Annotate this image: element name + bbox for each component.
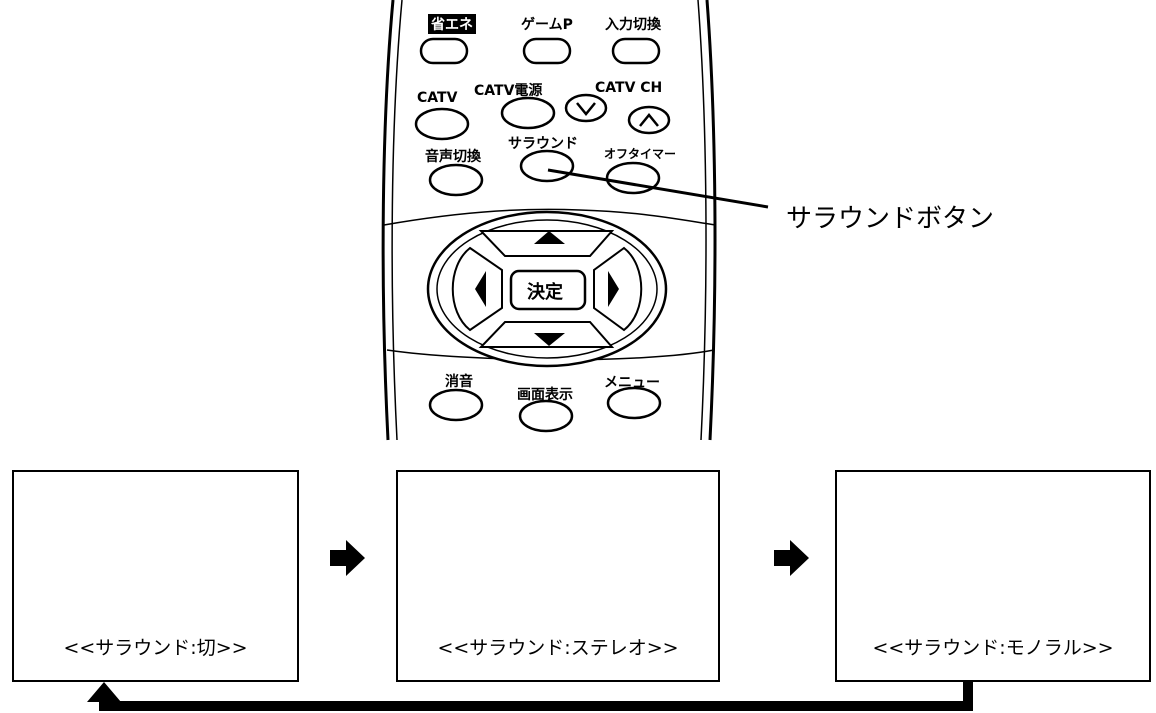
audio-switch-button-label: 音声切換 <box>425 149 481 165</box>
return-loop-arrow <box>99 682 973 711</box>
section-divider-top <box>383 208 717 226</box>
screen-surround-mono: <<サラウンド:モノラル>> <box>835 470 1151 682</box>
catv-power-button-label: CATV電源 <box>474 83 543 99</box>
audio-switch-button-shape <box>428 163 484 197</box>
callout-leader-line <box>547 168 769 209</box>
arrow-up-icon <box>534 231 565 244</box>
menu-button-shape <box>606 386 662 420</box>
screen-surround-off: <<サラウンド:切>> <box>12 470 299 682</box>
chevron-down-icon <box>576 102 596 116</box>
catv-ch-up-button-shape <box>627 105 671 135</box>
eco-button-shape <box>419 37 469 65</box>
arrow-right-icon <box>608 271 619 307</box>
remote-body-left-edge-inner <box>391 0 403 441</box>
catv-power-button-shape <box>500 96 556 130</box>
screen-surround-stereo: <<サラウンド:ステレオ>> <box>396 470 720 682</box>
screen-caption: <<サラウンド:切>> <box>63 637 248 659</box>
game-p-button-shape <box>522 37 572 65</box>
arrow-up-icon <box>87 682 121 702</box>
screen-display-button-shape <box>518 399 574 433</box>
catv-ch-button-label: CATV CH <box>595 80 663 96</box>
eco-button-label: 省エネ <box>428 14 476 34</box>
enter-button-shape <box>509 269 587 311</box>
screen-caption: <<サラウンド:モノラル>> <box>872 637 1114 659</box>
input-switch-button-label: 入力切換 <box>605 17 661 33</box>
chevron-up-icon <box>639 113 659 127</box>
mute-button-shape <box>428 388 484 422</box>
catv-button-label: CATV <box>417 90 458 106</box>
input-switch-button-shape <box>611 37 661 65</box>
surround-button-label: サラウンド <box>508 136 578 152</box>
catv-ch-down-button-shape <box>564 93 608 123</box>
game-p-button-label: ゲームP <box>521 17 573 33</box>
mute-button-label: 消音 <box>445 374 473 390</box>
arrow-down-icon <box>534 333 565 346</box>
arrow-left-icon <box>475 271 486 307</box>
menu-button-label: メニュー <box>604 375 660 391</box>
arrow-right-icon <box>330 540 365 576</box>
surround-button-shape <box>519 149 575 183</box>
screen-display-button-label: 画面表示 <box>517 387 573 403</box>
surround-button-callout: サラウンドボタン <box>786 204 995 234</box>
remote-body-right-edge-inner <box>697 0 707 441</box>
off-timer-button-label: オフタイマー <box>604 147 677 161</box>
arrow-right-icon <box>774 540 809 576</box>
catv-button-shape <box>414 107 470 141</box>
remote-body-right-edge <box>705 0 717 441</box>
screen-caption: <<サラウンド:ステレオ>> <box>437 637 679 659</box>
remote-body-left-edge <box>381 0 395 441</box>
enter-button-label: 決定 <box>527 282 563 303</box>
